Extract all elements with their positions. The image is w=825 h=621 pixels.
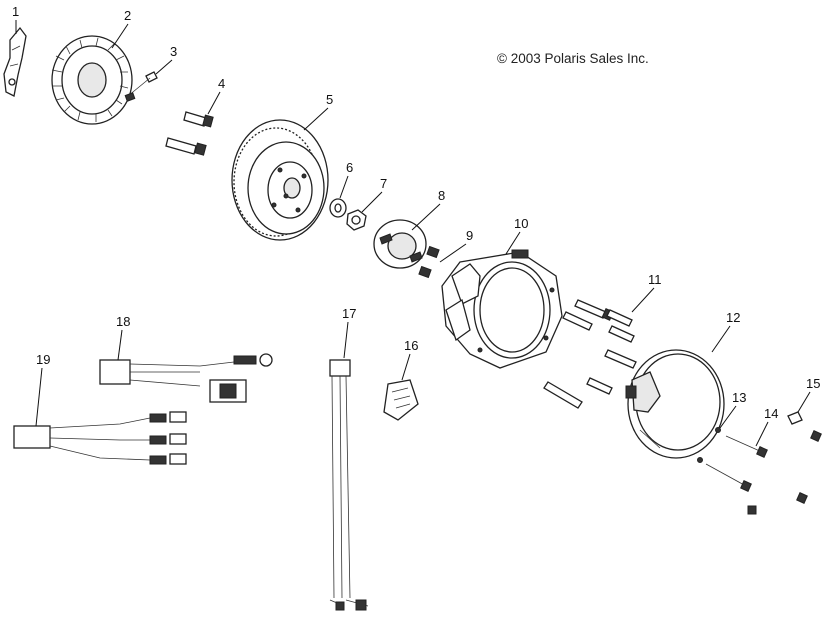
- callout-1-label: 1: [12, 4, 19, 19]
- callout-4-label: 4: [218, 76, 225, 91]
- callout-15-label: 15: [806, 376, 820, 391]
- callout-8: 8: [411, 188, 445, 231]
- part-4-bolts: [165, 111, 214, 156]
- callout-13: 13: [719, 390, 746, 429]
- part-14-screws: [705, 435, 768, 515]
- part-10-housing: [441, 249, 563, 369]
- callout-19-label: 19: [36, 352, 50, 367]
- part-13-pin: [697, 427, 721, 463]
- part-12-recoil-cover: [625, 349, 725, 459]
- callout-17-label: 17: [342, 306, 356, 321]
- callout-14-label: 14: [764, 406, 778, 421]
- callout-3: 3: [155, 44, 177, 75]
- callout-16-label: 16: [404, 338, 418, 353]
- part-5-flywheel: [231, 119, 329, 241]
- callout-6-label: 6: [346, 160, 353, 175]
- callout-15: 15: [797, 376, 820, 413]
- callout-13-label: 13: [732, 390, 746, 405]
- part-3-screw: [124, 71, 158, 102]
- callout-11-label: 11: [648, 272, 662, 287]
- part-2-stator: [51, 35, 133, 125]
- callout-19: 19: [35, 352, 50, 427]
- callout-9-label: 9: [466, 228, 473, 243]
- part-9-bolts: [418, 245, 440, 279]
- part-7-nut: [346, 209, 367, 231]
- callout-5: 5: [303, 92, 333, 131]
- callout-10: 10: [505, 216, 528, 255]
- callout-16: 16: [401, 338, 418, 381]
- part-19-harness: [13, 411, 187, 465]
- part-11-bolts: [543, 299, 637, 409]
- callout-10-label: 10: [514, 216, 528, 231]
- part-8-starter-cup: [373, 219, 427, 269]
- callout-4: 4: [207, 76, 225, 115]
- callout-2-label: 2: [124, 8, 131, 23]
- part-6-washer: [329, 198, 347, 218]
- callout-1: 1: [12, 4, 19, 34]
- callout-3-label: 3: [170, 44, 177, 59]
- callout-7: 7: [361, 176, 387, 213]
- part-18-harness: [99, 353, 273, 403]
- callout-12-label: 12: [726, 310, 740, 325]
- callout-8-label: 8: [438, 188, 445, 203]
- callout-18-label: 18: [116, 314, 130, 329]
- callout-2: 2: [111, 8, 131, 49]
- callout-5-label: 5: [326, 92, 333, 107]
- callout-18: 18: [116, 314, 130, 361]
- part-1-bracket: [3, 26, 27, 97]
- callout-11: 11: [631, 272, 662, 313]
- callout-17: 17: [342, 306, 356, 359]
- callout-14: 14: [755, 406, 778, 447]
- part-16-regulator: [383, 379, 419, 421]
- part-17-lead-wire: [329, 359, 369, 611]
- callout-6: 6: [339, 160, 353, 199]
- copyright-notice: © 2003 Polaris Sales Inc.: [497, 51, 649, 66]
- part-15-screws: [787, 411, 822, 504]
- callout-12: 12: [711, 310, 740, 353]
- callout-7-label: 7: [380, 176, 387, 191]
- callout-9: 9: [439, 228, 473, 263]
